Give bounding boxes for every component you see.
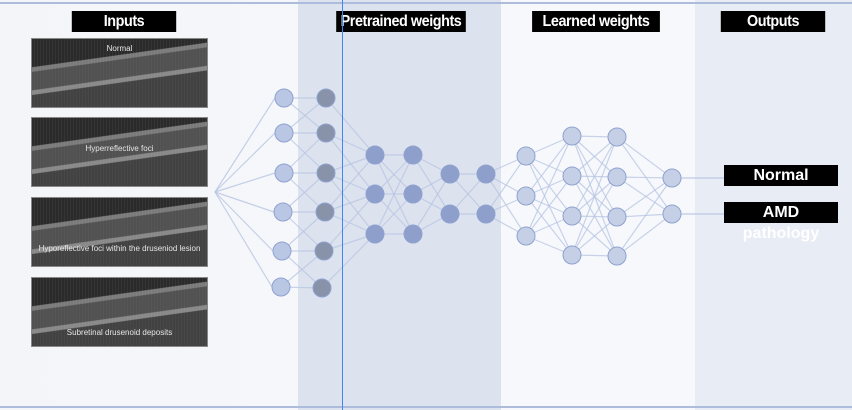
network-edge: [616, 177, 673, 218]
pretrained-node: [440, 164, 460, 184]
header-inputs: Inputs: [71, 11, 177, 32]
learned-node: [562, 166, 582, 186]
network-edge: [374, 154, 414, 235]
oct-image-subretinal: Subretinal drusenoid deposits: [31, 277, 208, 347]
input-fan-edge: [214, 191, 274, 252]
oct-image-hyporeflective: Hyporeflective foci within the druseniod…: [31, 197, 208, 267]
input-fan-edge: [214, 132, 276, 193]
network-edge: [485, 155, 527, 215]
network-edge: [571, 216, 618, 256]
network-edge: [571, 136, 618, 217]
pretrained-node: [476, 204, 496, 224]
pretrained-node: [365, 184, 385, 204]
pretrained-node: [403, 184, 423, 204]
network-edge: [323, 193, 376, 252]
pretrained-node: [476, 164, 496, 184]
pretrained-node: [314, 241, 334, 261]
input-fan-edge: [214, 97, 276, 193]
input-fan-edge: [214, 191, 275, 213]
learned-node: [516, 186, 536, 206]
learned-node: [607, 207, 627, 227]
network-edge: [616, 177, 673, 257]
network-edge: [525, 175, 573, 237]
header-pretrained-weights: Pretrained weights: [336, 11, 466, 32]
network-edge: [324, 154, 376, 213]
header-learned-weights: Learned weights: [532, 11, 660, 32]
pretrained-node: [316, 163, 336, 183]
pretrained-node: [365, 224, 385, 244]
network-edge: [282, 172, 327, 213]
oct-label: Subretinal drusenoid deposits: [66, 328, 173, 337]
input-node: [272, 241, 292, 261]
learned-node: [562, 206, 582, 226]
network-edge: [571, 136, 618, 177]
network-edge: [616, 136, 673, 215]
input-fan-edge: [214, 172, 276, 193]
learned-node: [516, 226, 536, 246]
oct-label: Hyperreflective foci: [85, 144, 154, 153]
output-label-normal: Normal: [724, 165, 838, 186]
learned-node: [516, 146, 536, 166]
learned-node: [562, 245, 582, 265]
network-edge: [616, 136, 673, 179]
network-edge: [321, 233, 376, 289]
network-edge: [616, 176, 673, 215]
pretrained-node: [312, 278, 332, 298]
learned-node: [562, 126, 582, 146]
input-node: [271, 277, 291, 297]
network-edge: [525, 135, 573, 237]
input-node: [273, 202, 293, 222]
learned-node: [607, 246, 627, 266]
oct-label: Hyporeflective foci within the druseniod…: [38, 244, 201, 253]
oct-image-hyperreflective: Hyperreflective foci: [31, 117, 208, 187]
network-edge: [525, 135, 573, 197]
network-edge: [325, 172, 376, 235]
output-node: [662, 168, 682, 188]
pretrained-node: [440, 204, 460, 224]
input-node: [274, 123, 294, 143]
top-border: [0, 2, 852, 4]
network-edge: [412, 173, 451, 235]
input-node: [274, 88, 294, 108]
vertical-guide-line: [342, 0, 343, 410]
network-edge: [283, 132, 327, 174]
pretrained-node: [403, 224, 423, 244]
network-edge: [616, 213, 673, 257]
output-label-amd-pathology: AMD pathology: [724, 202, 838, 242]
pretrained-node: [316, 88, 336, 108]
bottom-border: [0, 406, 852, 408]
header-outputs: Outputs: [720, 11, 826, 32]
network-edge: [281, 211, 326, 252]
learned-node: [607, 167, 627, 187]
pretrained-node: [316, 123, 336, 143]
oct-image-normal: Normal: [31, 38, 208, 108]
oct-label: Normal: [106, 44, 133, 53]
network-edge: [571, 136, 618, 256]
learned-node: [607, 127, 627, 147]
network-edge: [325, 97, 376, 156]
network-edge: [571, 176, 618, 256]
pretrained-node: [315, 202, 335, 222]
pretrained-node: [365, 145, 385, 165]
output-node: [662, 204, 682, 224]
pretrained-node: [403, 145, 423, 165]
input-fan-edge: [214, 191, 273, 288]
input-node: [274, 163, 294, 183]
